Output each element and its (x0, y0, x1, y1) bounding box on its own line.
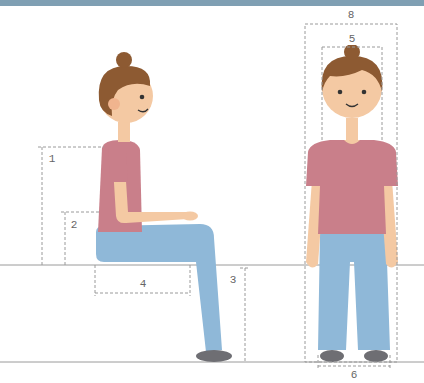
standing-child (306, 44, 398, 362)
front-dimension-lines (305, 24, 397, 369)
top-bar (0, 0, 424, 6)
dimension-number: 4 (139, 278, 148, 290)
side-dimension-lines (38, 147, 250, 362)
sitting-child (96, 52, 232, 362)
dimension-number: 1 (48, 153, 57, 165)
dimension-number: 2 (70, 219, 79, 231)
dimension-number: 3 (229, 274, 238, 286)
dimension-number: 6 (350, 369, 359, 381)
dimension-number: 5 (348, 33, 357, 45)
dimension-number: 8 (347, 9, 356, 21)
